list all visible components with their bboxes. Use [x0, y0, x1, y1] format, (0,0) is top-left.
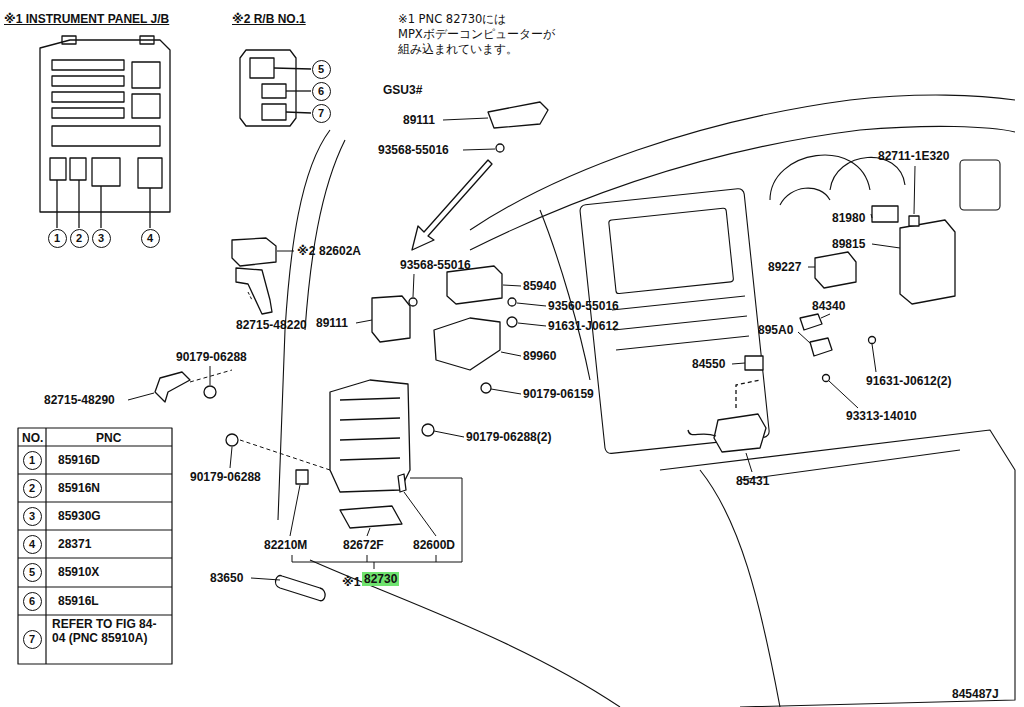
part-number: 93313-14010 — [846, 409, 917, 423]
part-number: 82672F — [343, 538, 384, 552]
part-number: 83650 — [210, 571, 243, 585]
callout-circle: 3 — [23, 507, 42, 526]
callout-circle: 3 — [92, 229, 111, 248]
table-cell: 28371 — [58, 537, 91, 551]
callout-number: 4 — [29, 539, 35, 550]
callout-number: 2 — [76, 233, 82, 244]
callout-circle: 2 — [23, 479, 42, 498]
inset-title: ※1 INSTRUMENT PANEL J/B — [4, 12, 169, 26]
table-cell: 85910X — [58, 565, 99, 579]
callout-number: 3 — [29, 511, 35, 522]
table-header: PNC — [96, 431, 121, 445]
callout-number: 6 — [29, 596, 35, 607]
part-number: 895A0 — [758, 323, 793, 337]
part-number: 84550 — [692, 357, 725, 371]
callout-number: 7 — [318, 108, 324, 119]
callout-circle: 1 — [23, 451, 42, 470]
callout-circle: 6 — [23, 592, 42, 611]
part-number: 90179-06288 — [190, 470, 261, 484]
part-number: 81980 — [832, 211, 865, 225]
leader-lines — [128, 118, 915, 580]
callout-number: 5 — [318, 64, 324, 75]
note-text: ※1 PNC 82730には MPXボデーコンピューターが 組み込まれています。 — [398, 12, 588, 57]
part-number: 85431 — [736, 474, 769, 488]
part-number: 89815 — [832, 237, 865, 251]
part-number: 91631-J0612(2) — [866, 374, 951, 388]
callout-circle: 1 — [48, 229, 67, 248]
part-number: 93560-55016 — [548, 299, 619, 313]
part-number: 82210M — [264, 538, 307, 552]
table-cell: 85916L — [58, 594, 99, 608]
callout-number: 1 — [54, 233, 60, 244]
parts-table-grid — [18, 428, 172, 664]
part-number: 82715-48220 — [236, 318, 307, 332]
part-number: 93568-55016 — [400, 258, 471, 272]
part-number: 82600D — [413, 538, 455, 552]
callout-circle: 4 — [23, 535, 42, 554]
part-number: 90179-06288(2) — [466, 430, 551, 444]
table-cell: 85930G — [58, 509, 101, 523]
part-number: 89111 — [316, 316, 348, 330]
parts — [155, 102, 955, 601]
reference-mark: ※2 — [297, 244, 315, 258]
junction-block-inset — [40, 36, 170, 228]
part-number: 89111 — [403, 113, 435, 127]
callout-number: 2 — [29, 483, 35, 494]
callout-circle: 7 — [23, 630, 42, 649]
table-header: NO. — [22, 431, 43, 445]
part-number: 82715-48290 — [44, 393, 115, 407]
part-number: 89227 — [768, 260, 801, 274]
inset-title: ※2 R/B NO.1 — [232, 12, 306, 26]
drawing-number: 845487J — [952, 687, 999, 701]
callout-number: 7 — [29, 634, 35, 645]
part-number: 90179-06288 — [176, 350, 247, 364]
table-cell: REFER TO FIG 84-04 (PNC 85910A) — [52, 617, 168, 645]
part-number: 89960 — [523, 349, 556, 363]
callout-circle: 6 — [312, 82, 331, 101]
highlighted-part-number: 82730 — [362, 572, 399, 586]
model-code: GSU3# — [383, 83, 422, 97]
callout-number: 3 — [98, 233, 104, 244]
reference-mark: ※1 — [342, 575, 360, 589]
part-number: 82602A — [319, 244, 361, 258]
dashboard-outline — [278, 95, 1015, 707]
callout-circle: 5 — [312, 60, 331, 79]
callout-circle: 2 — [70, 229, 89, 248]
callout-number: 1 — [29, 455, 35, 466]
relay-block-inset — [240, 50, 311, 126]
table-cell: 85916D — [58, 453, 100, 467]
callout-number: 5 — [29, 567, 35, 578]
part-number: 90179-06159 — [523, 387, 594, 401]
part-number: 91631-J0612 — [548, 319, 619, 333]
callout-circle: 5 — [23, 563, 42, 582]
callout-circle: 4 — [141, 229, 160, 248]
part-number: 84340 — [812, 299, 845, 313]
callout-circle: 7 — [312, 104, 331, 123]
part-number: 82711-1E320 — [878, 149, 949, 163]
table-cell: 85916N — [58, 481, 100, 495]
part-number: 93568-55016 — [378, 143, 449, 157]
callout-number: 6 — [318, 86, 324, 97]
pointer-arrow — [412, 160, 492, 250]
part-number: 85940 — [523, 279, 556, 293]
callout-number: 4 — [147, 233, 153, 244]
